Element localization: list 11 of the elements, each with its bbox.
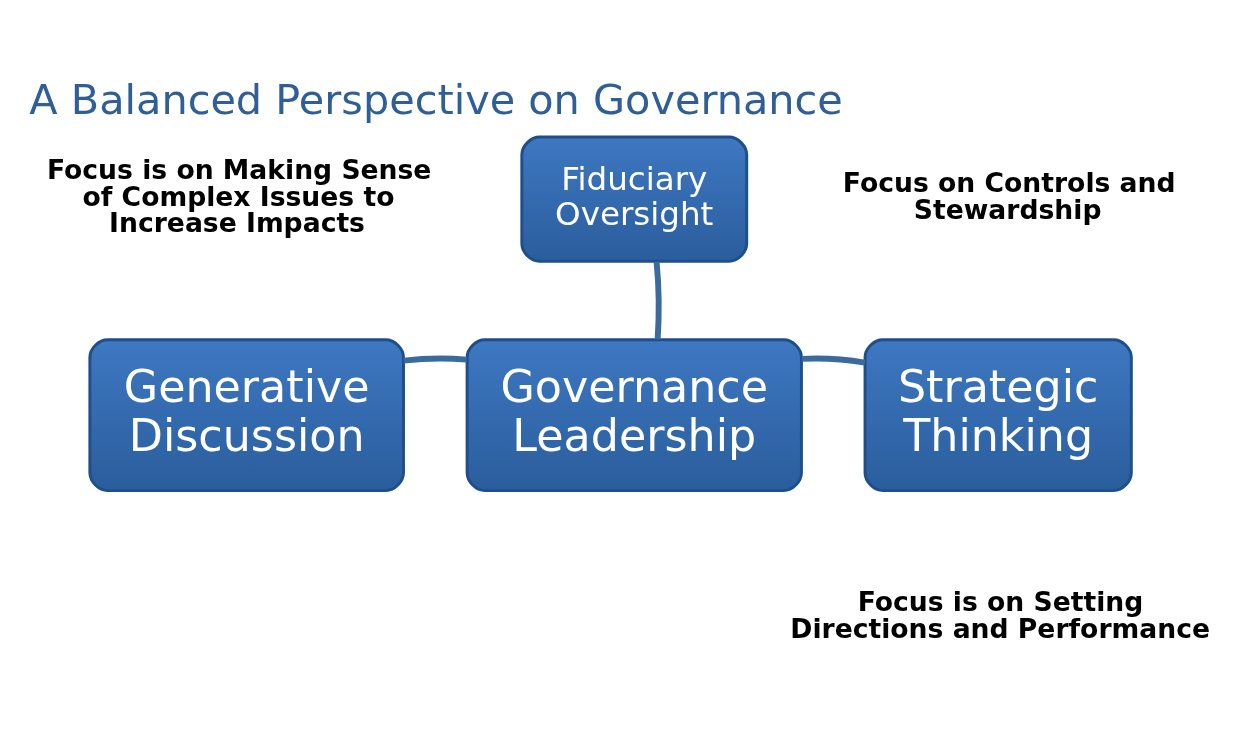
- connector: [403, 355, 467, 364]
- connector: [653, 261, 662, 340]
- connector: [801, 355, 866, 366]
- node-box: Strategic Thinking: [863, 338, 1133, 493]
- node-box: Governance Leadership: [465, 338, 803, 493]
- node-box: Generative Discussion: [88, 338, 405, 493]
- node-label: Focus on Controls and Stewardship: [842, 167, 1176, 225]
- node-label: Focus is on Making Sense of Complex Issues to Increase Impacts: [46, 154, 432, 239]
- node-box: Fiduciary Oversight: [520, 135, 749, 263]
- diagram-title: A Balanced Perspective on Governance: [29, 75, 843, 124]
- node-label: Focus is on Setting Directions and Performance: [790, 586, 1210, 644]
